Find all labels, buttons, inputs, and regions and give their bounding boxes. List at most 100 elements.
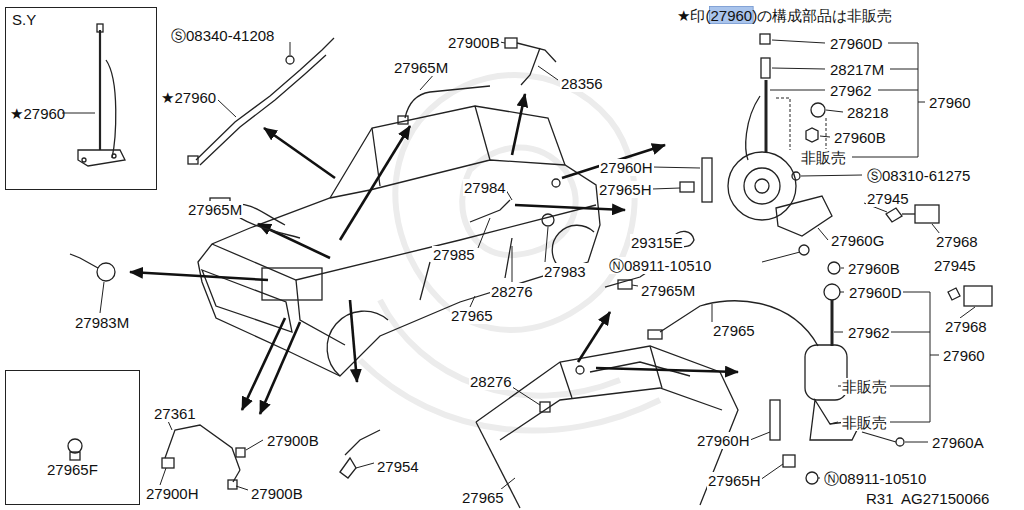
car-rear [476, 346, 738, 508]
leader-line [818, 228, 828, 240]
callout-number: 27965 [461, 489, 505, 506]
leader-line [652, 167, 700, 168]
direction-arrow [350, 300, 357, 382]
part-drawing [770, 400, 780, 440]
part-drawing [398, 116, 408, 124]
direction-arrow [260, 322, 300, 414]
bracket-line [886, 332, 939, 386]
part-drawing [792, 172, 800, 180]
part-drawing [505, 38, 517, 48]
part-drawing [340, 458, 356, 478]
callout-number: 27965 [712, 322, 756, 339]
callout-number: 27965M [187, 201, 243, 218]
part-drawing [783, 455, 795, 467]
part-drawing [97, 263, 115, 281]
leader-line [830, 422, 838, 424]
direction-arrow [340, 126, 410, 240]
leader-line [772, 68, 825, 69]
part-drawing [345, 430, 380, 455]
part-drawing [776, 196, 832, 236]
car-rear [500, 388, 722, 440]
leader-line [841, 268, 844, 269]
leader-line [356, 463, 374, 468]
part-drawing [886, 208, 902, 222]
callout-number: 27960G [830, 232, 885, 249]
part-drawing [405, 86, 490, 118]
leader-line [100, 282, 104, 313]
part-drawing [806, 472, 818, 484]
part-drawing [755, 179, 769, 193]
bracket-line [890, 292, 930, 422]
car-rear [576, 366, 584, 374]
callout-number: 27960 [928, 94, 972, 111]
view-code: S.Y [12, 11, 36, 28]
part-drawing [660, 301, 818, 346]
part-drawing [862, 432, 896, 442]
callout-number: 27900B [266, 432, 320, 449]
part-drawing [680, 182, 694, 192]
callout-number: 27965M [393, 59, 449, 76]
watermark [395, 75, 634, 330]
leader-line [470, 296, 475, 307]
callout-number: 27900B [447, 34, 501, 51]
callout-number: 27983M [74, 314, 130, 331]
part-drawing [948, 288, 960, 300]
part-drawing [746, 96, 760, 160]
part-drawing [99, 30, 101, 150]
leader-line [772, 40, 825, 43]
leader-line [820, 136, 830, 137]
callout-number: 27960D [829, 35, 884, 52]
leader-line [760, 464, 783, 480]
callout-number: 27960H [696, 432, 751, 449]
direction-arrow [130, 94, 738, 414]
part-drawing [761, 58, 770, 78]
callout-number: 27960D [848, 284, 903, 301]
part-drawing [233, 470, 240, 482]
direction-arrow [264, 128, 335, 178]
car-front [198, 106, 600, 376]
callout-number: 27960H [599, 159, 654, 176]
callout-number: 27361 [153, 405, 197, 422]
callout-number: 非販売 [800, 149, 847, 166]
callout-number: ★27960 [160, 89, 217, 106]
callout-number: 27960B [833, 129, 887, 146]
part-drawing [811, 103, 825, 117]
leader-line [712, 304, 713, 322]
callout-number: 非販売 [841, 378, 888, 395]
part-drawing [964, 286, 992, 306]
part-drawing [806, 128, 818, 142]
callout-number: 27965H [707, 472, 762, 489]
callout-number: 27960A [931, 434, 985, 451]
direction-arrow [578, 312, 610, 362]
callout-number: 27968 [935, 233, 979, 250]
part-drawing [70, 254, 98, 268]
leader-line [160, 468, 166, 485]
callout-number: 27965M [640, 282, 696, 299]
callout-number: Ⓝ08911-10510 [823, 470, 927, 487]
car-rear [476, 346, 738, 505]
leader-line [818, 478, 820, 479]
direction-arrow [130, 272, 268, 280]
leader-line [168, 421, 172, 430]
callout-number: 27900B [250, 485, 304, 502]
callout-number: 27960 [942, 347, 986, 364]
leader-line [538, 66, 558, 80]
callout-number: 27945 [866, 190, 910, 207]
leader-line [218, 100, 236, 117]
callout-number: 27968 [944, 318, 988, 335]
callout-number: 非販売 [841, 414, 888, 431]
inset-box: 27965F [5, 370, 140, 505]
car-front [372, 106, 490, 186]
callout-number: 27962 [829, 82, 873, 99]
leader-line [750, 432, 770, 440]
leader-line [62, 113, 95, 114]
part-drawing [106, 60, 116, 158]
part-drawing [902, 213, 915, 214]
leader-line [246, 440, 263, 450]
callout-number: Ⓢ08310-61275 [866, 167, 971, 184]
callout-number: 27985 [432, 246, 476, 263]
leader-line [762, 252, 800, 262]
callout-number: 27900H [145, 485, 200, 502]
part-drawing [765, 80, 768, 152]
bracket-line [776, 43, 939, 422]
